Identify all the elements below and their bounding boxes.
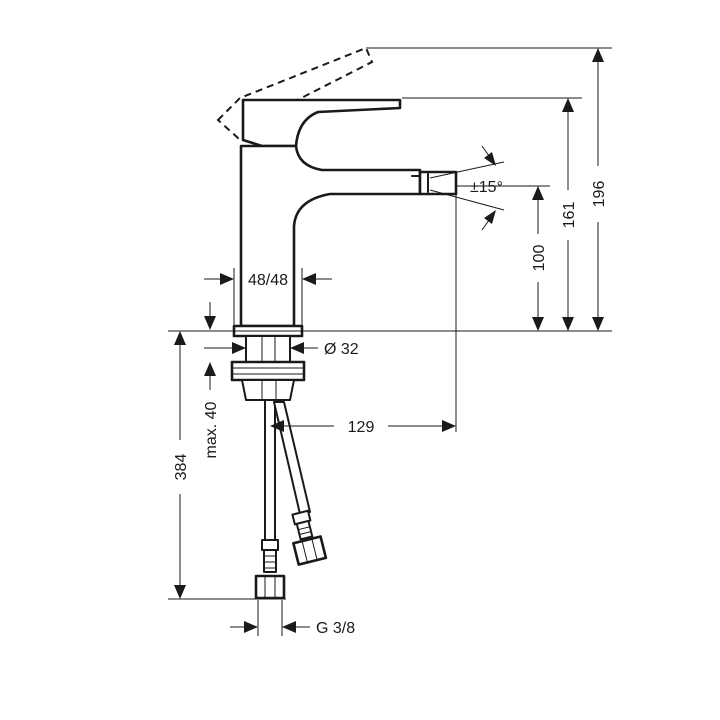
supply-hose-angled	[273, 401, 311, 515]
dim-label-161: 161	[561, 202, 578, 229]
dim-label-diameter: Ø 32	[324, 341, 359, 358]
angled-hose-nut	[292, 535, 328, 566]
straight-hose-nut	[254, 574, 286, 600]
lower-fitting	[241, 379, 295, 401]
dim-label-max-thickness: max. 40	[203, 401, 220, 458]
mounting-nut	[230, 360, 306, 382]
dim-label-384: 384	[173, 454, 190, 481]
threaded-shank	[245, 335, 291, 363]
faucet-body	[168, 46, 612, 600]
dim-label-196: 196	[591, 181, 608, 208]
dim-label-129: 129	[348, 419, 375, 436]
dimension-lines	[168, 47, 612, 636]
dim-label-connection: G 3/8	[316, 620, 355, 637]
spray-nozzle	[418, 170, 458, 196]
body-column	[239, 144, 422, 328]
dim-label-angle: ±15°	[470, 179, 503, 196]
dim-label-100: 100	[531, 245, 548, 272]
dim-label-body-width: 48/48	[248, 272, 288, 289]
lever-handle	[241, 98, 402, 148]
supply-hose-straight	[264, 399, 276, 541]
lever-open-position	[216, 46, 374, 140]
